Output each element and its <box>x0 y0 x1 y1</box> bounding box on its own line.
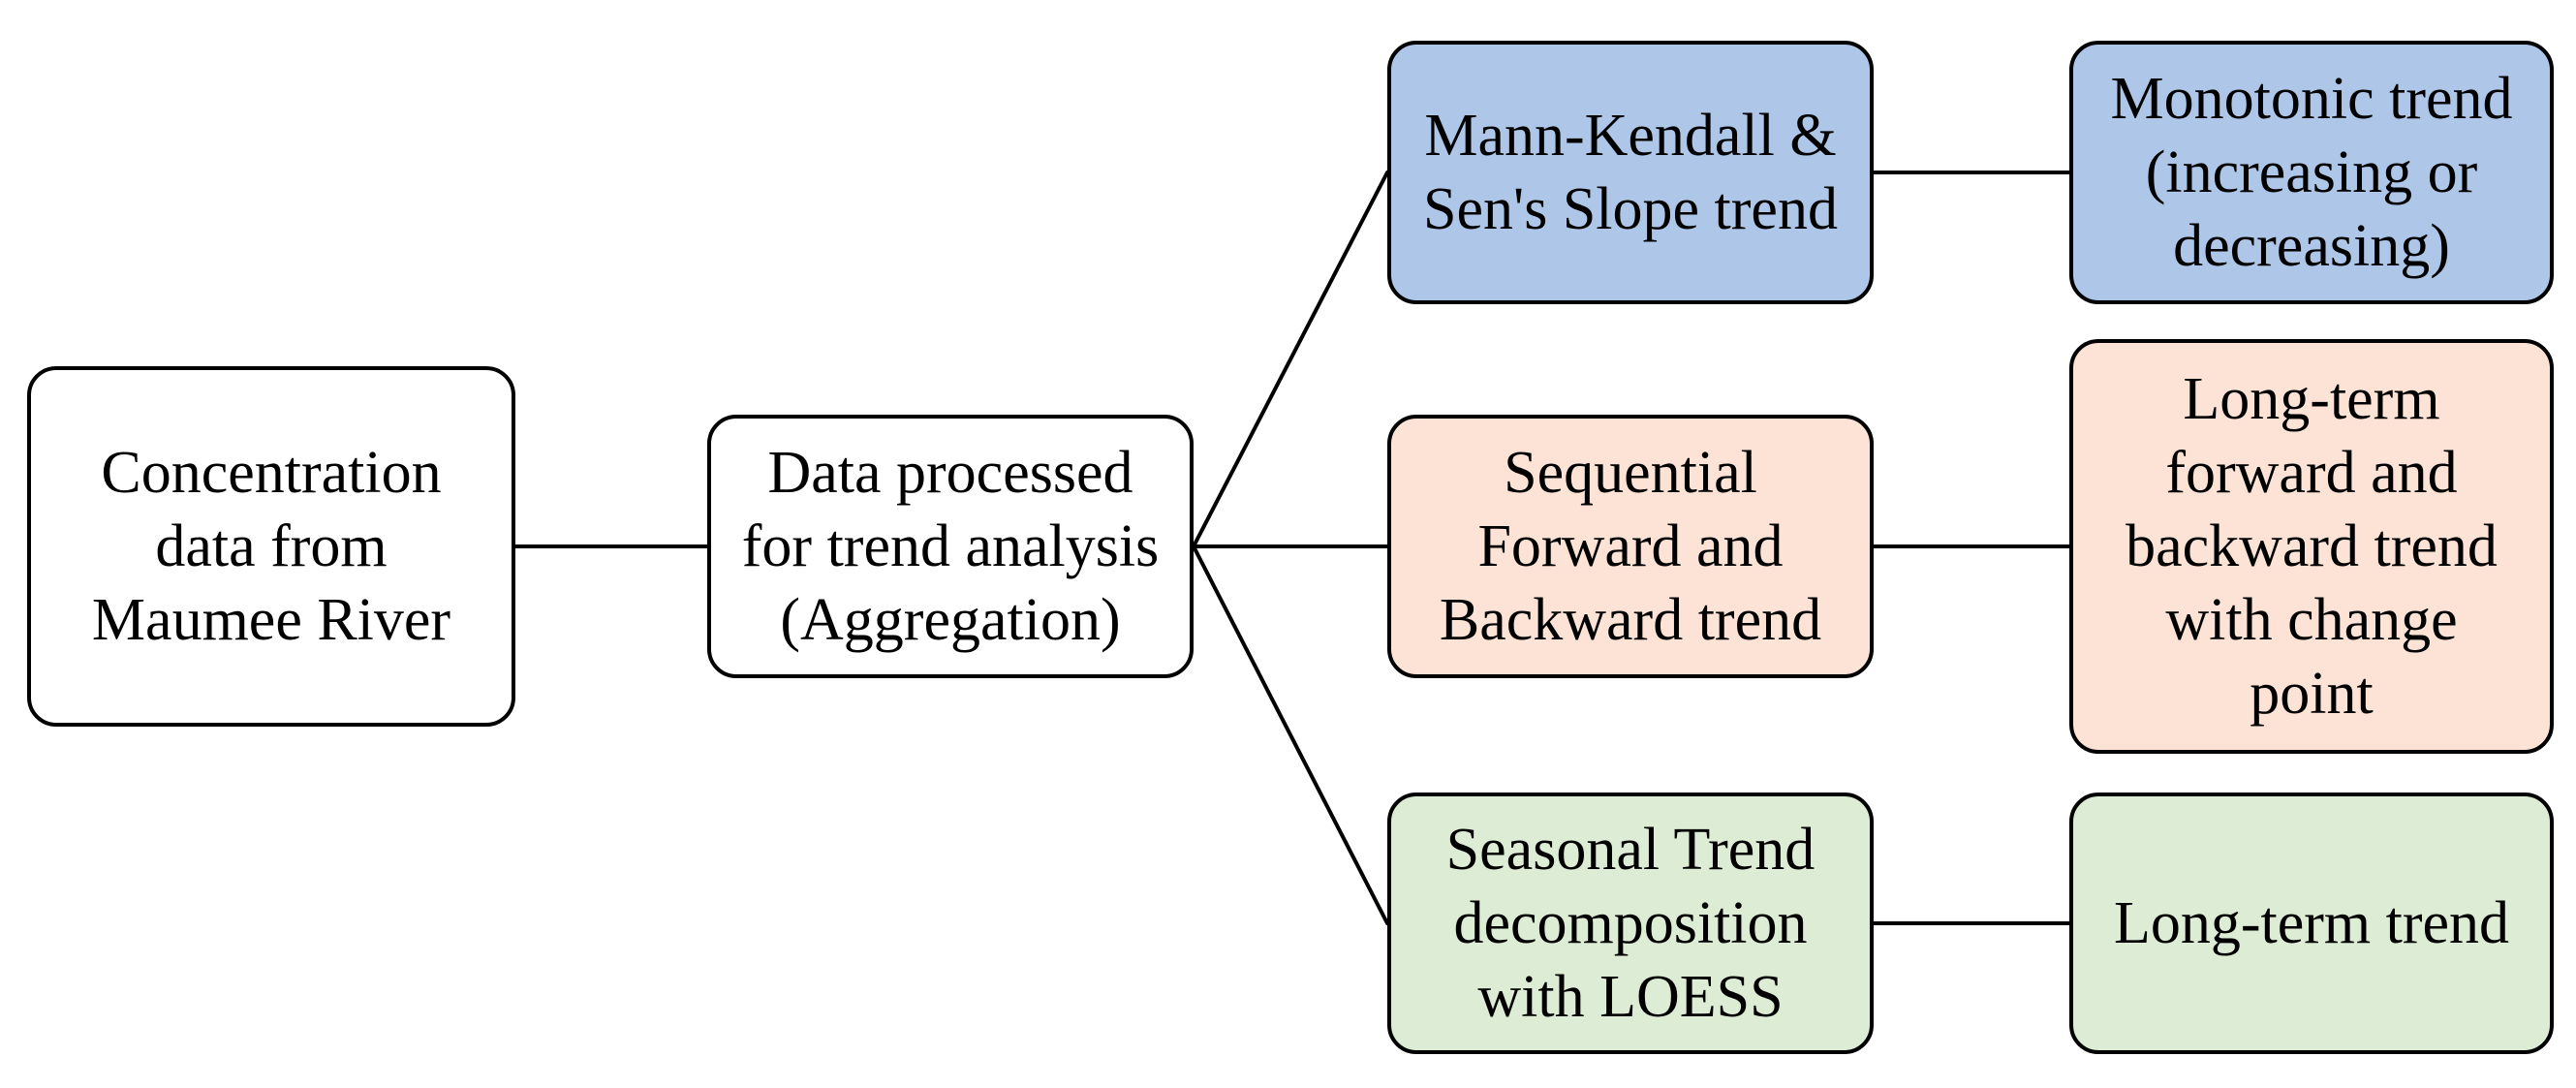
node-long-term-trend-label: Long-term trend <box>2113 890 2510 956</box>
node-concentration-data: Concentration data from Maumee River <box>27 366 515 727</box>
node-seasonal-trend-loess: Seasonal Trend decomposition with LOESS <box>1387 793 1874 1054</box>
node-concentration-data-label: Concentration data from Maumee River <box>91 440 451 653</box>
node-sequential-label: Sequential Forward and Backward trend <box>1439 440 1822 653</box>
node-data-processed-label: Data processed for trend analysis (Aggre… <box>741 440 1160 653</box>
node-seasonal-trend-loess-label: Seasonal Trend decomposition with LOESS <box>1445 817 1816 1030</box>
connector-process-to-stl <box>1192 544 1389 925</box>
node-mann-kendall-label: Mann-Kendall & Sen's Slope trend <box>1423 103 1838 242</box>
node-long-term-trend: Long-term trend <box>2069 793 2554 1054</box>
node-long-term-forward-backward-label: Long-term forward and backward trend wit… <box>2126 366 2498 727</box>
node-sequential: Sequential Forward and Backward trend <box>1387 415 1874 678</box>
node-long-term-forward-backward: Long-term forward and backward trend wit… <box>2069 339 2554 754</box>
node-mann-kendall: Mann-Kendall & Sen's Slope trend <box>1387 41 1874 304</box>
node-monotonic-trend: Monotonic trend (increasing or decreasin… <box>2069 41 2554 304</box>
connector-process-to-mann-kendall <box>1192 171 1389 548</box>
node-data-processed: Data processed for trend analysis (Aggre… <box>707 415 1194 678</box>
node-monotonic-trend-label: Monotonic trend (increasing or decreasin… <box>2110 66 2513 279</box>
